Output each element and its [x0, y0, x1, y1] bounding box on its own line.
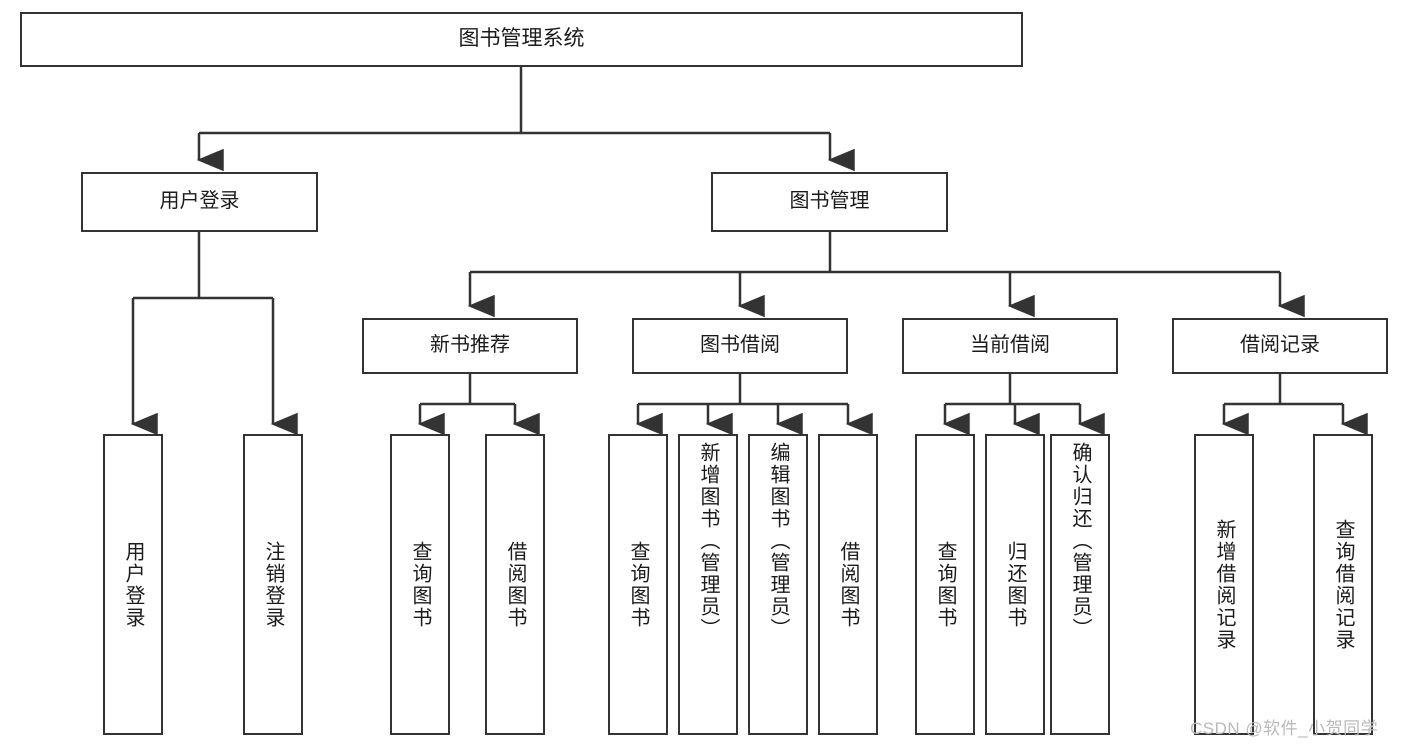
node-leaf-query-book-recommend[interactable]: 查询图书 — [390, 434, 450, 735]
node-leaf-edit-book[interactable]: 编辑图书（管理员） — [748, 434, 808, 735]
node-label: 当前借阅 — [970, 334, 1050, 357]
node-label: 借阅图书 — [837, 540, 859, 629]
node-label: 新增借阅记录 — [1213, 518, 1235, 651]
node-book-management-system[interactable]: 图书管理系统 — [20, 12, 1023, 67]
node-label: 查询图书 — [627, 540, 649, 629]
node-label: 用户登录 — [122, 540, 144, 629]
node-label: 借阅记录 — [1240, 334, 1320, 357]
node-label: 新书推荐 — [430, 334, 510, 357]
node-leaf-logout-login[interactable]: 注销登录 — [243, 434, 303, 735]
node-label: 图书管理 — [789, 190, 870, 213]
node-user-login[interactable]: 用户登录 — [81, 172, 318, 232]
node-book-management[interactable]: 图书管理 — [711, 172, 948, 232]
node-leaf-add-borrow-record[interactable]: 新增借阅记录 — [1194, 434, 1254, 735]
node-label: 注销登录 — [262, 540, 284, 629]
node-label: 用户登录 — [159, 190, 240, 213]
node-borrow-record[interactable]: 借阅记录 — [1172, 318, 1388, 374]
node-label: 图书借阅 — [700, 334, 780, 357]
node-label: 图书管理系统 — [458, 27, 585, 51]
node-leaf-user-login[interactable]: 用户登录 — [103, 434, 163, 735]
node-label: 查询图书 — [409, 540, 431, 629]
node-leaf-add-book[interactable]: 新增图书（管理员） — [678, 434, 738, 735]
csdn-watermark: CSDN @软件_小贺同学 — [1190, 719, 1379, 738]
node-book-borrow[interactable]: 图书借阅 — [632, 318, 848, 374]
node-leaf-query-book-current[interactable]: 查询图书 — [915, 434, 975, 735]
node-label: 确认归还（管理员） — [1069, 442, 1091, 640]
node-leaf-borrow-book[interactable]: 借阅图书 — [818, 434, 878, 735]
node-label: 查询借阅记录 — [1332, 518, 1354, 651]
node-label: 借阅图书 — [504, 540, 526, 629]
node-label: 查询图书 — [934, 540, 956, 629]
node-leaf-query-book-borrow[interactable]: 查询图书 — [608, 434, 668, 735]
node-current-borrow[interactable]: 当前借阅 — [902, 318, 1118, 374]
node-label: 编辑图书（管理员） — [767, 442, 789, 640]
node-leaf-borrow-book-recommend[interactable]: 借阅图书 — [485, 434, 545, 735]
node-new-book-recommend[interactable]: 新书推荐 — [362, 318, 578, 374]
node-label: 归还图书 — [1004, 540, 1026, 629]
node-leaf-return-book[interactable]: 归还图书 — [985, 434, 1045, 735]
node-label: 新增图书（管理员） — [697, 442, 719, 640]
node-leaf-confirm-return[interactable]: 确认归还（管理员） — [1050, 434, 1110, 735]
node-leaf-query-borrow-record[interactable]: 查询借阅记录 — [1313, 434, 1373, 735]
